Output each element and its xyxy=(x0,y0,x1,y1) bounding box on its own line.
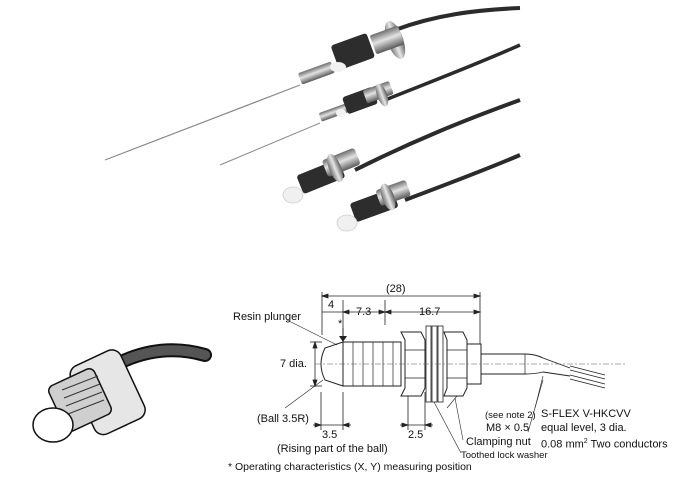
dim-16-7: 16.7 xyxy=(419,306,441,318)
dim-2-5: 2.5 xyxy=(408,429,424,441)
label-cable-desc2: 0.08 mm2 Two conductors xyxy=(541,436,668,451)
sensor-short-needle xyxy=(219,43,521,166)
label-rising-part: (Rising part of the ball) xyxy=(277,443,388,455)
label-thread: M8 × 0.5 xyxy=(486,422,530,434)
label-cable-name: S-FLEX V-HKCVV xyxy=(541,408,631,420)
dimension-drawing xyxy=(284,292,625,454)
dim-overall: (28) xyxy=(386,283,406,295)
sensor-plunger-a xyxy=(282,98,521,204)
asterisk-mark: * xyxy=(338,318,343,330)
footnote: * Operating characteristics (X, Y) measu… xyxy=(228,461,472,473)
label-ball: (Ball 3.5R) xyxy=(257,413,309,425)
dim-3-5: 3.5 xyxy=(322,429,338,441)
sensor-long-needle xyxy=(104,6,521,161)
sensor-plunger-b xyxy=(336,153,521,232)
label-7-dia: 7 dia. xyxy=(280,358,307,370)
sensor-illustration xyxy=(32,343,212,443)
label-clamping-nut: Clamping nut xyxy=(466,436,531,448)
label-see-note: (see note 2) xyxy=(485,410,536,421)
label-resin-plunger: Resin plunger xyxy=(233,311,301,323)
cable-area: 0.08 mm xyxy=(541,438,584,451)
dim-4: 4 xyxy=(328,299,335,311)
cable-area-sup: 2 xyxy=(583,438,588,445)
cable-conductors: Two conductors xyxy=(587,438,668,451)
label-toothed-washer: Toothed lock washer xyxy=(461,450,548,461)
dim-7-3: 7.3 xyxy=(356,306,372,318)
product-photo-sensors xyxy=(104,6,521,232)
label-cable-desc1: equal level, 3 dia. xyxy=(541,422,627,434)
